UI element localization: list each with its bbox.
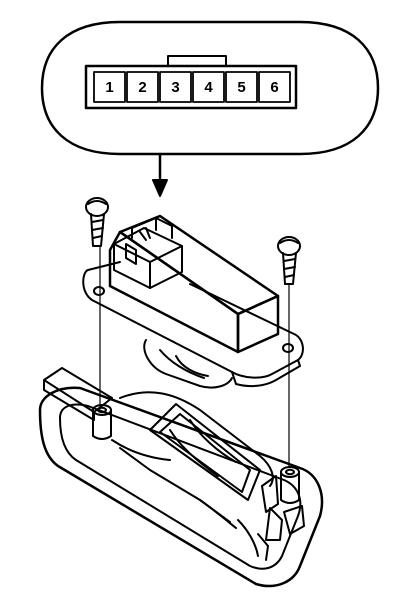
terminal-cell-4 — [192, 71, 225, 103]
screw-right — [277, 236, 301, 285]
callout-bubble — [40, 20, 380, 156]
terminal-cell-5 — [225, 71, 258, 103]
terminal-number: 5 — [237, 79, 245, 96]
lower-housing — [38, 367, 324, 588]
terminal-cell-3 — [159, 71, 192, 103]
alignment-lines — [99, 245, 290, 467]
screw-head — [85, 197, 109, 217]
connector-callout: 1 2 3 4 5 6 — [40, 20, 380, 156]
terminal-number: 3 — [171, 79, 179, 96]
boss-left — [92, 404, 112, 440]
screw-head — [277, 236, 301, 256]
mounting-hole-right — [282, 343, 294, 353]
switch-module — [108, 214, 280, 389]
callout-arrow — [152, 152, 168, 197]
screw-left — [85, 197, 109, 247]
terminal-number: 6 — [270, 79, 278, 96]
mounting-hole-left — [93, 286, 105, 296]
boss-right — [280, 466, 300, 504]
module-connector-socket — [113, 217, 183, 289]
terminal-cells: 1 2 3 4 5 6 — [93, 71, 291, 103]
terminal-number: 1 — [105, 79, 113, 96]
connector-face — [84, 64, 298, 110]
terminal-cell-1 — [93, 71, 126, 103]
terminal-cell-2 — [126, 71, 159, 103]
terminal-number: 2 — [138, 79, 146, 96]
connector-lock-tab — [167, 55, 227, 67]
terminal-cell-6 — [258, 71, 291, 103]
mounting-bracket — [82, 261, 304, 388]
terminal-number: 4 — [204, 79, 213, 96]
